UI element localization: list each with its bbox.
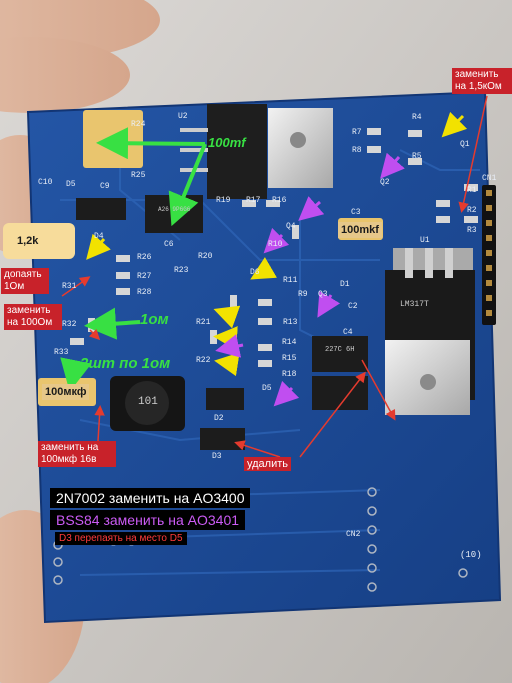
silk-q3: Q3 bbox=[318, 290, 328, 299]
silk-r7: R7 bbox=[352, 128, 362, 137]
silk-r11: R11 bbox=[283, 276, 298, 285]
inductor-101 bbox=[110, 376, 185, 431]
silk-c10: C10 bbox=[38, 178, 53, 187]
cn2-pads bbox=[53, 487, 468, 592]
silk-cn2: CN2 bbox=[346, 530, 361, 539]
silk-r32: R32 bbox=[62, 320, 77, 329]
annotation-100mf: 100mf bbox=[208, 135, 246, 150]
green-arrows bbox=[60, 127, 207, 392]
silk-r31: R31 bbox=[62, 282, 77, 291]
silk-r20: R20 bbox=[198, 252, 213, 261]
silk-r14: R14 bbox=[282, 338, 297, 347]
note-d3: D3 перепаять на место D5 bbox=[55, 532, 187, 545]
silk-r23: R23 bbox=[174, 266, 189, 275]
silk-d1: D1 bbox=[340, 280, 350, 289]
silk-r4: R4 bbox=[412, 113, 422, 122]
annotation-replace-1-5k: заменить на 1,5кОм bbox=[452, 68, 512, 94]
purple-arrows bbox=[215, 152, 405, 407]
silk-r24: R24 bbox=[131, 120, 146, 129]
silk-r21: R21 bbox=[196, 318, 211, 327]
silk-r26: R26 bbox=[137, 253, 152, 262]
annotation-replace-100om: заменить на 100Ом bbox=[4, 304, 62, 330]
annotation-1om: 1ом bbox=[140, 311, 169, 328]
silk-c9: C9 bbox=[100, 182, 110, 191]
annotation-100mkf: 100mkf bbox=[338, 222, 382, 238]
silk-r8: R8 bbox=[352, 146, 362, 155]
note-bss84: BSS84 заменить на AO3401 bbox=[50, 510, 246, 530]
silk-r25: R25 bbox=[131, 171, 146, 180]
silk-r3: R3 bbox=[467, 226, 477, 235]
annotation-1-2k: 1,2k bbox=[3, 223, 75, 259]
silk-r5: R5 bbox=[412, 152, 422, 161]
u2-regulator bbox=[180, 104, 333, 199]
silk-q4: Q4 bbox=[286, 222, 296, 231]
silk-c4: C4 bbox=[343, 328, 353, 337]
red-lines bbox=[61, 95, 488, 458]
annotation-2x1om: 2шт по 1ом bbox=[80, 355, 171, 372]
chip-u2-marking: A26 9P6G6 bbox=[158, 206, 191, 213]
silk-r18: R18 bbox=[282, 370, 297, 379]
silk-r17: R17 bbox=[246, 196, 261, 205]
annotation-remove: удалить bbox=[244, 457, 292, 471]
chip-lm317-marking: LM317T bbox=[400, 300, 429, 309]
inductor-marking: 101 bbox=[138, 396, 158, 408]
silk-version: (10) bbox=[460, 550, 482, 560]
silk-c6: C6 bbox=[164, 240, 174, 249]
silk-r10: R10 bbox=[268, 240, 283, 249]
annotation-replace-16v: заменить на 100мкф 16в bbox=[38, 441, 116, 467]
silk-r22: R22 bbox=[196, 356, 211, 365]
silk-r9: R9 bbox=[298, 290, 308, 299]
silk-r16: R16 bbox=[272, 196, 287, 205]
header-pins bbox=[482, 185, 496, 325]
silk-u2: U2 bbox=[178, 112, 188, 121]
silk-u1: U1 bbox=[420, 236, 430, 245]
silk-r1: R1 bbox=[467, 186, 477, 195]
silk-d4: D4 bbox=[94, 232, 104, 241]
note-2n7002: 2N7002 заменить на AO3400 bbox=[50, 488, 251, 508]
silk-r33: R33 bbox=[54, 348, 69, 357]
silk-d5: D5 bbox=[262, 384, 272, 393]
silk-r27: R27 bbox=[137, 272, 152, 281]
silk-c2: C2 bbox=[348, 302, 358, 311]
u1-regulator bbox=[385, 248, 475, 415]
annotation-100mkf-c7: 100мкф bbox=[42, 384, 90, 400]
annotation-solder-1om: допаять 1Ом bbox=[1, 268, 49, 294]
silk-r13: R13 bbox=[283, 318, 298, 327]
silk-q1: Q1 bbox=[460, 140, 470, 149]
silk-r19: R19 bbox=[216, 196, 231, 205]
silk-cn1: CN1 bbox=[482, 174, 497, 183]
cap-227c-marking: 227C 6H bbox=[325, 346, 355, 354]
silk-c3: C3 bbox=[351, 208, 361, 217]
silk-r28: R28 bbox=[137, 288, 152, 297]
silk-d3: D3 bbox=[212, 452, 222, 461]
silk-d5-left: D5 bbox=[66, 180, 76, 189]
silk-d2: D2 bbox=[214, 414, 224, 423]
silk-r15: R15 bbox=[282, 354, 297, 363]
silk-q2: Q2 bbox=[380, 178, 390, 187]
silk-r2: R2 bbox=[467, 206, 477, 215]
silk-d6: D6 bbox=[250, 268, 260, 277]
